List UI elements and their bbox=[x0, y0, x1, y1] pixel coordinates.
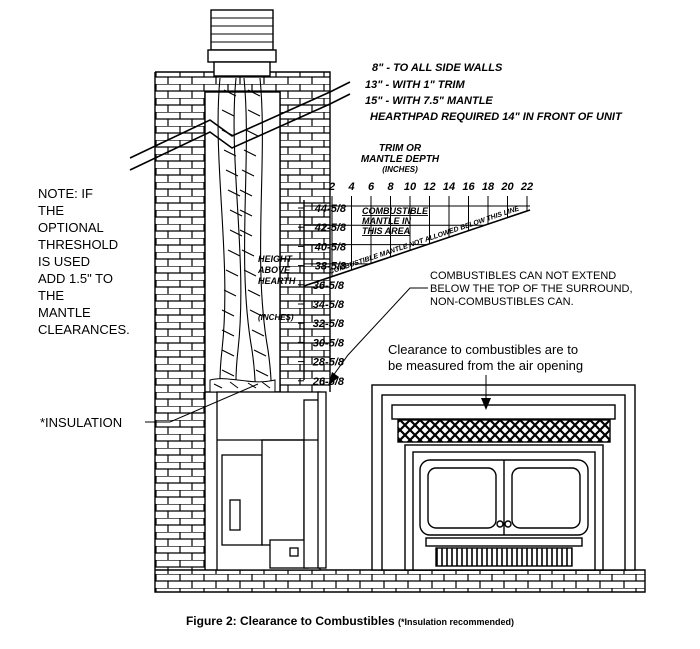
height-label: 26-5/8 bbox=[312, 376, 345, 388]
air-opening-callout: Clearance to combustibles are to be meas… bbox=[388, 342, 583, 410]
svg-text:Clearance to combustibles are: Clearance to combustibles are to bbox=[388, 342, 578, 357]
clearance-side-walls: 8" - TO ALL SIDE WALLS bbox=[372, 62, 503, 74]
height-axis-line3: HEARTH bbox=[258, 276, 296, 286]
height-axis-line2: ABOVE bbox=[257, 265, 291, 275]
depth-tick-label: 20 bbox=[500, 181, 514, 193]
depth-tick-label: 10 bbox=[404, 181, 417, 193]
height-label: 32-5/8 bbox=[313, 318, 345, 330]
note-line: THE bbox=[38, 288, 64, 303]
zone-combustible-3: THIS AREA bbox=[362, 226, 410, 236]
note-line: THRESHOLD bbox=[38, 237, 118, 252]
svg-text:BELOW THE TOP OF THE SURROUND,: BELOW THE TOP OF THE SURROUND, bbox=[430, 283, 633, 295]
caption-sub: (*Insulation recommended) bbox=[398, 617, 515, 627]
height-axis-units: (INCHES) bbox=[258, 313, 294, 322]
svg-text:NON-COMBUSTIBLES CAN.: NON-COMBUSTIBLES CAN. bbox=[430, 296, 574, 308]
clearance-with-mantle: 15" - WITH 7.5" MANTLE bbox=[365, 95, 493, 107]
height-label: 28-5/8 bbox=[312, 357, 345, 369]
not-allowed-line bbox=[303, 209, 531, 287]
figure-caption: Figure 2: Clearance to Combustibles (*In… bbox=[0, 614, 700, 628]
height-label: 36-5/8 bbox=[313, 280, 345, 292]
insert-side-view bbox=[216, 391, 327, 571]
depth-tick-label: 8 bbox=[387, 181, 394, 193]
insulation-callout: *INSULATION bbox=[40, 383, 259, 430]
note-line: OPTIONAL bbox=[38, 220, 104, 235]
height-axis-line1: HEIGHT bbox=[258, 254, 294, 264]
combustibles-callout: COMBUSTIBLES CAN NOT EXTEND BELOW THE TO… bbox=[328, 270, 633, 386]
caption-main: Figure 2: Clearance to Combustibles bbox=[185, 614, 395, 628]
zone-combustible-2: MANTLE IN bbox=[362, 216, 411, 226]
clearance-hearthpad: HEARTHPAD REQUIRED 14" IN FRONT OF UNIT bbox=[370, 111, 623, 123]
depth-tick-label: 6 bbox=[368, 181, 375, 193]
note-line: IS USED bbox=[38, 254, 90, 269]
depth-tick-label: 2 bbox=[328, 181, 335, 193]
depth-tick-label: 4 bbox=[347, 181, 354, 193]
depth-tick-label: 18 bbox=[482, 181, 495, 193]
clearance-with-trim: 13" - WITH 1" TRIM bbox=[365, 79, 465, 91]
threshold-note: NOTE: IF THE OPTIONAL THRESHOLD IS USED ADD 1… bbox=[38, 186, 130, 337]
insulation-layer bbox=[209, 378, 276, 393]
trim-header-units: (INCHES) bbox=[382, 165, 418, 174]
note-line: MANTLE bbox=[38, 305, 91, 320]
trim-header-line2: MANTLE DEPTH bbox=[361, 154, 440, 165]
depth-tick-label: 22 bbox=[520, 181, 533, 193]
height-label: 30-5/8 bbox=[313, 337, 345, 349]
insert-front-view bbox=[371, 384, 636, 571]
zone-combustible-1: COMBUSTIBLE bbox=[362, 206, 429, 216]
chimney-cap bbox=[207, 9, 277, 77]
note-line: NOTE: IF bbox=[38, 186, 93, 201]
note-line: CLEARANCES. bbox=[38, 322, 130, 337]
height-label: 34-5/8 bbox=[313, 299, 345, 311]
note-line: THE bbox=[38, 203, 64, 218]
height-label: 42-5/8 bbox=[314, 222, 347, 234]
svg-text:*INSULATION: *INSULATION bbox=[40, 415, 122, 430]
brick-chimney bbox=[129, 71, 646, 593]
svg-text:COMBUSTIBLES CAN NOT EXTEND: COMBUSTIBLES CAN NOT EXTEND bbox=[430, 270, 616, 282]
height-label: 44-5/8 bbox=[314, 203, 347, 215]
note-line: ADD 1.5" TO bbox=[38, 271, 113, 286]
depth-tick-label: 14 bbox=[443, 181, 455, 193]
depth-tick-label: 16 bbox=[462, 181, 475, 193]
height-label: 40-5/8 bbox=[314, 241, 347, 253]
trim-header-line1: TRIM OR bbox=[379, 143, 422, 154]
height-label: 38-5/8 bbox=[315, 261, 347, 273]
svg-text:be measured from the air openi: be measured from the air opening bbox=[388, 358, 583, 373]
depth-tick-label: 12 bbox=[423, 181, 435, 193]
